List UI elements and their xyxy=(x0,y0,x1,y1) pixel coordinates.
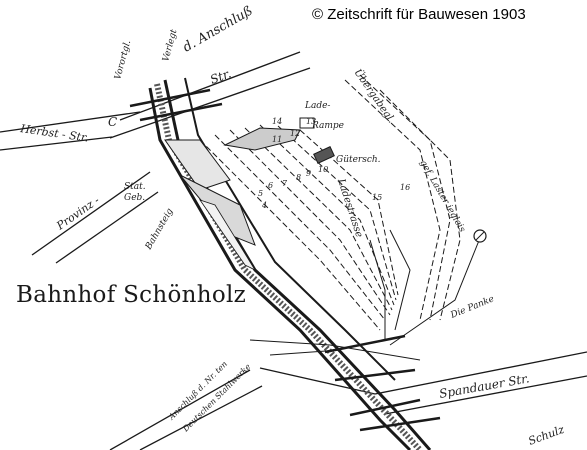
loading-ramp xyxy=(223,117,315,151)
track-number: 15 xyxy=(372,193,382,202)
yard-tracks xyxy=(199,74,481,361)
label-spandauer-str: Spandauer Str. xyxy=(438,371,530,401)
track-number: 7 xyxy=(282,179,288,188)
label-gueterschuppen: Gütersch. xyxy=(336,155,381,165)
track-number: 13 xyxy=(306,117,316,126)
track-number: 8 xyxy=(296,173,301,182)
label-vorortgl: Vorortgl. xyxy=(113,39,133,81)
street-provinz-str xyxy=(31,171,159,264)
track-number: 16 xyxy=(400,183,410,192)
label-bahnsteig: Bahnsteig xyxy=(143,207,175,253)
track-number: 12 xyxy=(290,129,300,138)
goods-shed xyxy=(313,146,335,164)
track-number: 4 xyxy=(261,201,267,210)
label-lade-rampe-2: Rampe xyxy=(311,121,344,131)
bridge-marks xyxy=(129,88,441,432)
track-number: 9 xyxy=(306,169,311,178)
label-str-top: Str. xyxy=(208,66,233,86)
copyright-notice: © Zeitschrift für Bauwesen 1903 xyxy=(312,6,526,23)
street-spandauer-str xyxy=(374,351,587,415)
label-lade-rampe-1: Lade- xyxy=(304,101,330,111)
track-number: 11 xyxy=(272,135,282,144)
platform xyxy=(198,199,257,271)
label-provinz: Provinz - xyxy=(53,193,102,233)
label-herbst-str: Herbst - Str. xyxy=(19,122,90,145)
track-number: 5 xyxy=(258,189,263,198)
street-lower-left xyxy=(109,367,376,450)
label-schulz: Schulz xyxy=(527,423,567,448)
label-stat-geb-1: Stat. xyxy=(124,182,146,192)
street-herbst-str xyxy=(0,111,141,151)
station-title: Bahnhof Schönholz xyxy=(16,282,247,308)
track-number: 14 xyxy=(272,117,282,126)
track-number: 10 xyxy=(318,165,328,174)
signal-icon xyxy=(473,229,487,243)
track-number: 6 xyxy=(268,181,273,190)
label-c: C xyxy=(108,115,117,129)
label-anschluss-top: d. Anschluß xyxy=(181,4,256,56)
label-stat-geb-2: Geb. xyxy=(124,193,145,203)
label-gefaelle: gef. Laster iegleis xyxy=(417,159,467,235)
label-uebergabegl: Übergabegl. xyxy=(352,67,398,125)
street-top-str xyxy=(109,51,311,139)
label-verlegt: Verlegt xyxy=(161,28,179,63)
